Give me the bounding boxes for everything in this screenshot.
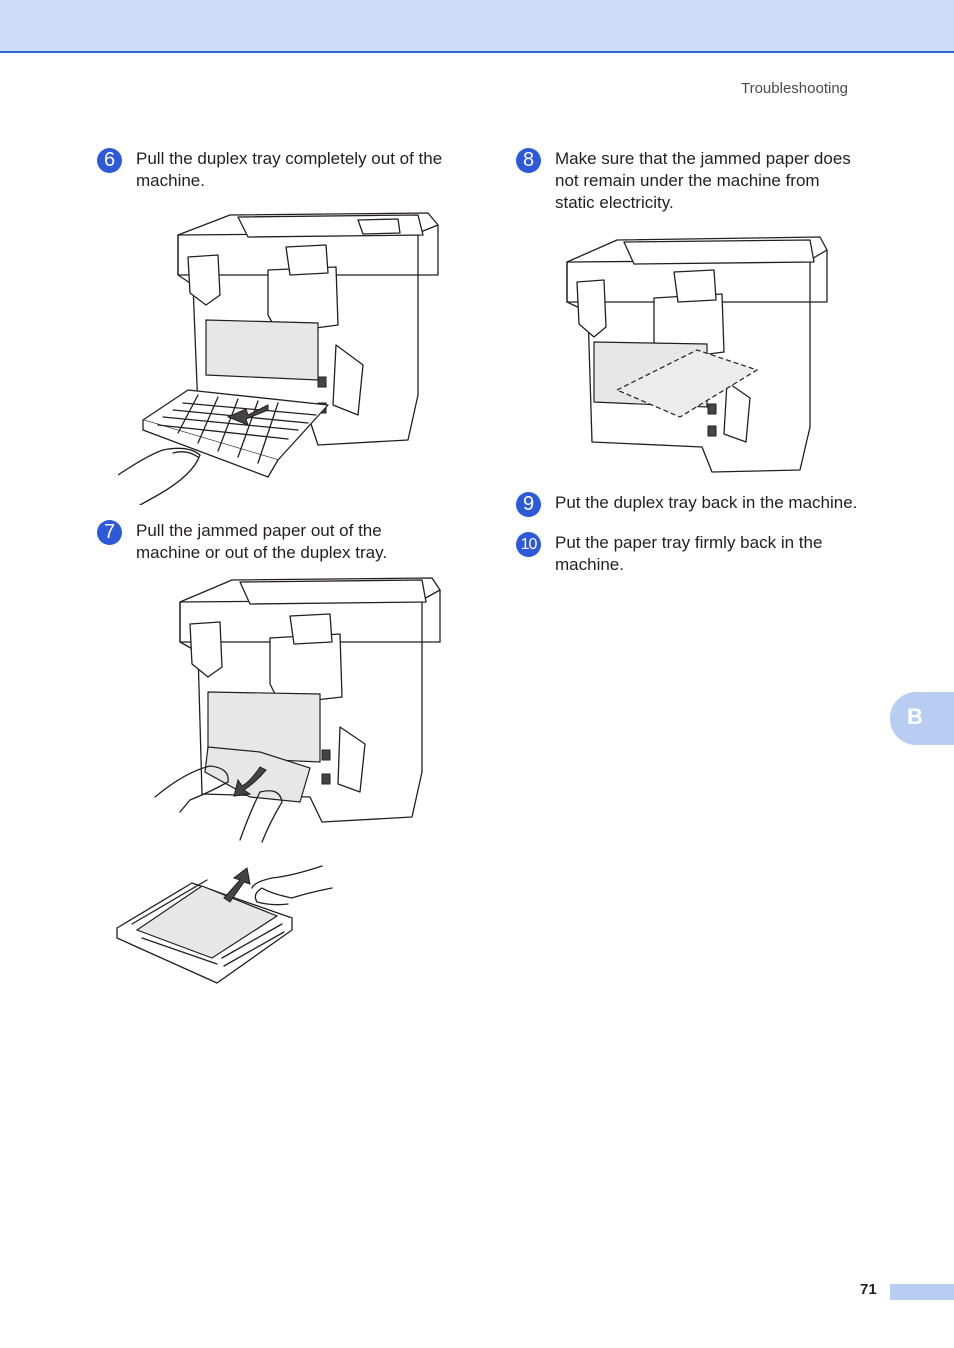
step-text-line: machine or out of the duplex tray. (136, 543, 388, 562)
step-text: Make sure that the jammed paper does not… (555, 148, 851, 214)
step-text-line: Put the paper tray firmly back in the (555, 533, 823, 552)
arrow-icon (226, 404, 269, 426)
step-text-line: machine. (136, 171, 205, 190)
paper-tray-illustration (112, 858, 337, 988)
step-text-line: Pull the jammed paper out of the (136, 521, 382, 540)
arrow-icon (233, 766, 267, 797)
paper-under-machine-illustration (562, 232, 837, 477)
step-text-line: not remain under the machine from (555, 171, 820, 190)
step-9: 9 Put the duplex tray back in the machin… (516, 492, 896, 517)
arrow-icon (223, 867, 251, 903)
machine-back-illustration (177, 212, 439, 446)
step-10: 10 Put the paper tray firmly back in the… (516, 532, 896, 578)
hand-illustration (118, 447, 201, 505)
step-text: Pull the jammed paper out of the machine… (136, 520, 387, 564)
hand-illustration (154, 765, 229, 813)
step-number-badge: 7 (97, 520, 122, 545)
running-head: Troubleshooting (740, 80, 848, 97)
step-text-line: Make sure that the jammed paper does (555, 149, 851, 168)
step-text-line: Put the duplex tray back in the machine. (555, 493, 858, 512)
duplex-tray-illustration (142, 389, 329, 478)
hand-illustration (254, 887, 333, 906)
step-6: 6 Pull the duplex tray completely out of… (97, 148, 477, 194)
step-number-badge: 10 (516, 532, 541, 557)
duplex-tray-pull-illustration (118, 205, 448, 505)
step-8: 8 Make sure that the jammed paper does n… (516, 148, 896, 216)
step-number-badge: 9 (516, 492, 541, 517)
jammed-paper-area (615, 349, 759, 418)
step-text-line: Pull the duplex tray completely out of t… (136, 149, 443, 168)
step-text: Put the paper tray firmly back in the ma… (555, 532, 822, 576)
step-number-badge: 6 (97, 148, 122, 173)
step-text: Put the duplex tray back in the machine. (555, 492, 857, 514)
machine-back-illustration (179, 577, 441, 823)
jammed-paper-machine-illustration (150, 572, 450, 847)
chapter-tab-label: B (907, 704, 923, 729)
step-text: Pull the duplex tray completely out of t… (136, 148, 442, 192)
page-number-bar (890, 1284, 954, 1300)
step-7: 7 Pull the jammed paper out of the machi… (97, 520, 477, 566)
step-text-line: machine. (555, 555, 624, 574)
page-number: 71 (860, 1281, 877, 1298)
hand-illustration (239, 790, 283, 843)
step-text-line: static electricity. (555, 193, 674, 212)
chapter-tab: B (890, 692, 954, 745)
top-band (0, 0, 954, 53)
step-number-badge: 8 (516, 148, 541, 173)
